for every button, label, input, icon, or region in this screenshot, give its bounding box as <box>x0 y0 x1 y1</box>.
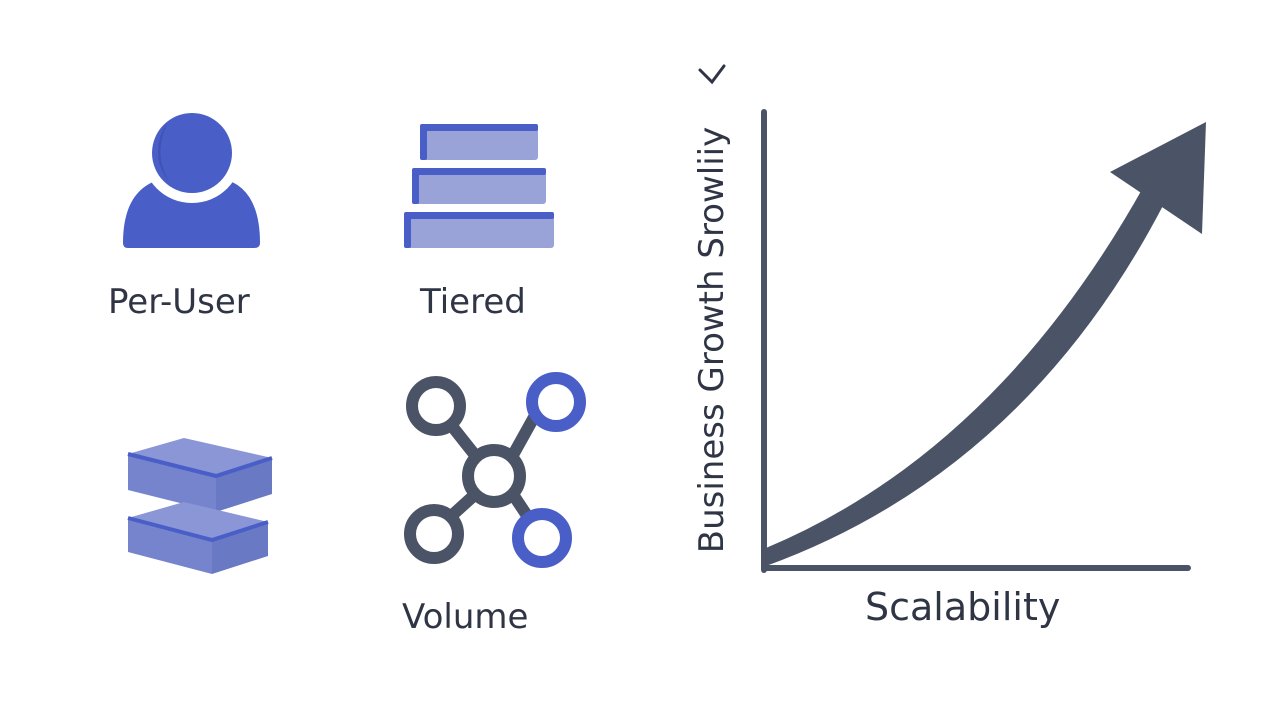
x-axis-label: Scalability <box>865 585 1061 629</box>
volume-label: Volume <box>402 597 529 637</box>
growth-arrow-head <box>1110 122 1206 234</box>
user-icon <box>123 108 260 248</box>
y-label-flourish <box>698 64 726 85</box>
per-user-label: Per-User <box>108 282 250 322</box>
stacked-blocks-icon <box>127 438 273 574</box>
network-nodes-icon <box>404 372 586 568</box>
growth-arrow-icon <box>766 175 1170 566</box>
tiered-label: Tiered <box>420 282 526 322</box>
y-axis-label: Business Growth Srowliiy <box>692 126 732 554</box>
tiered-stack-icon <box>404 124 554 248</box>
